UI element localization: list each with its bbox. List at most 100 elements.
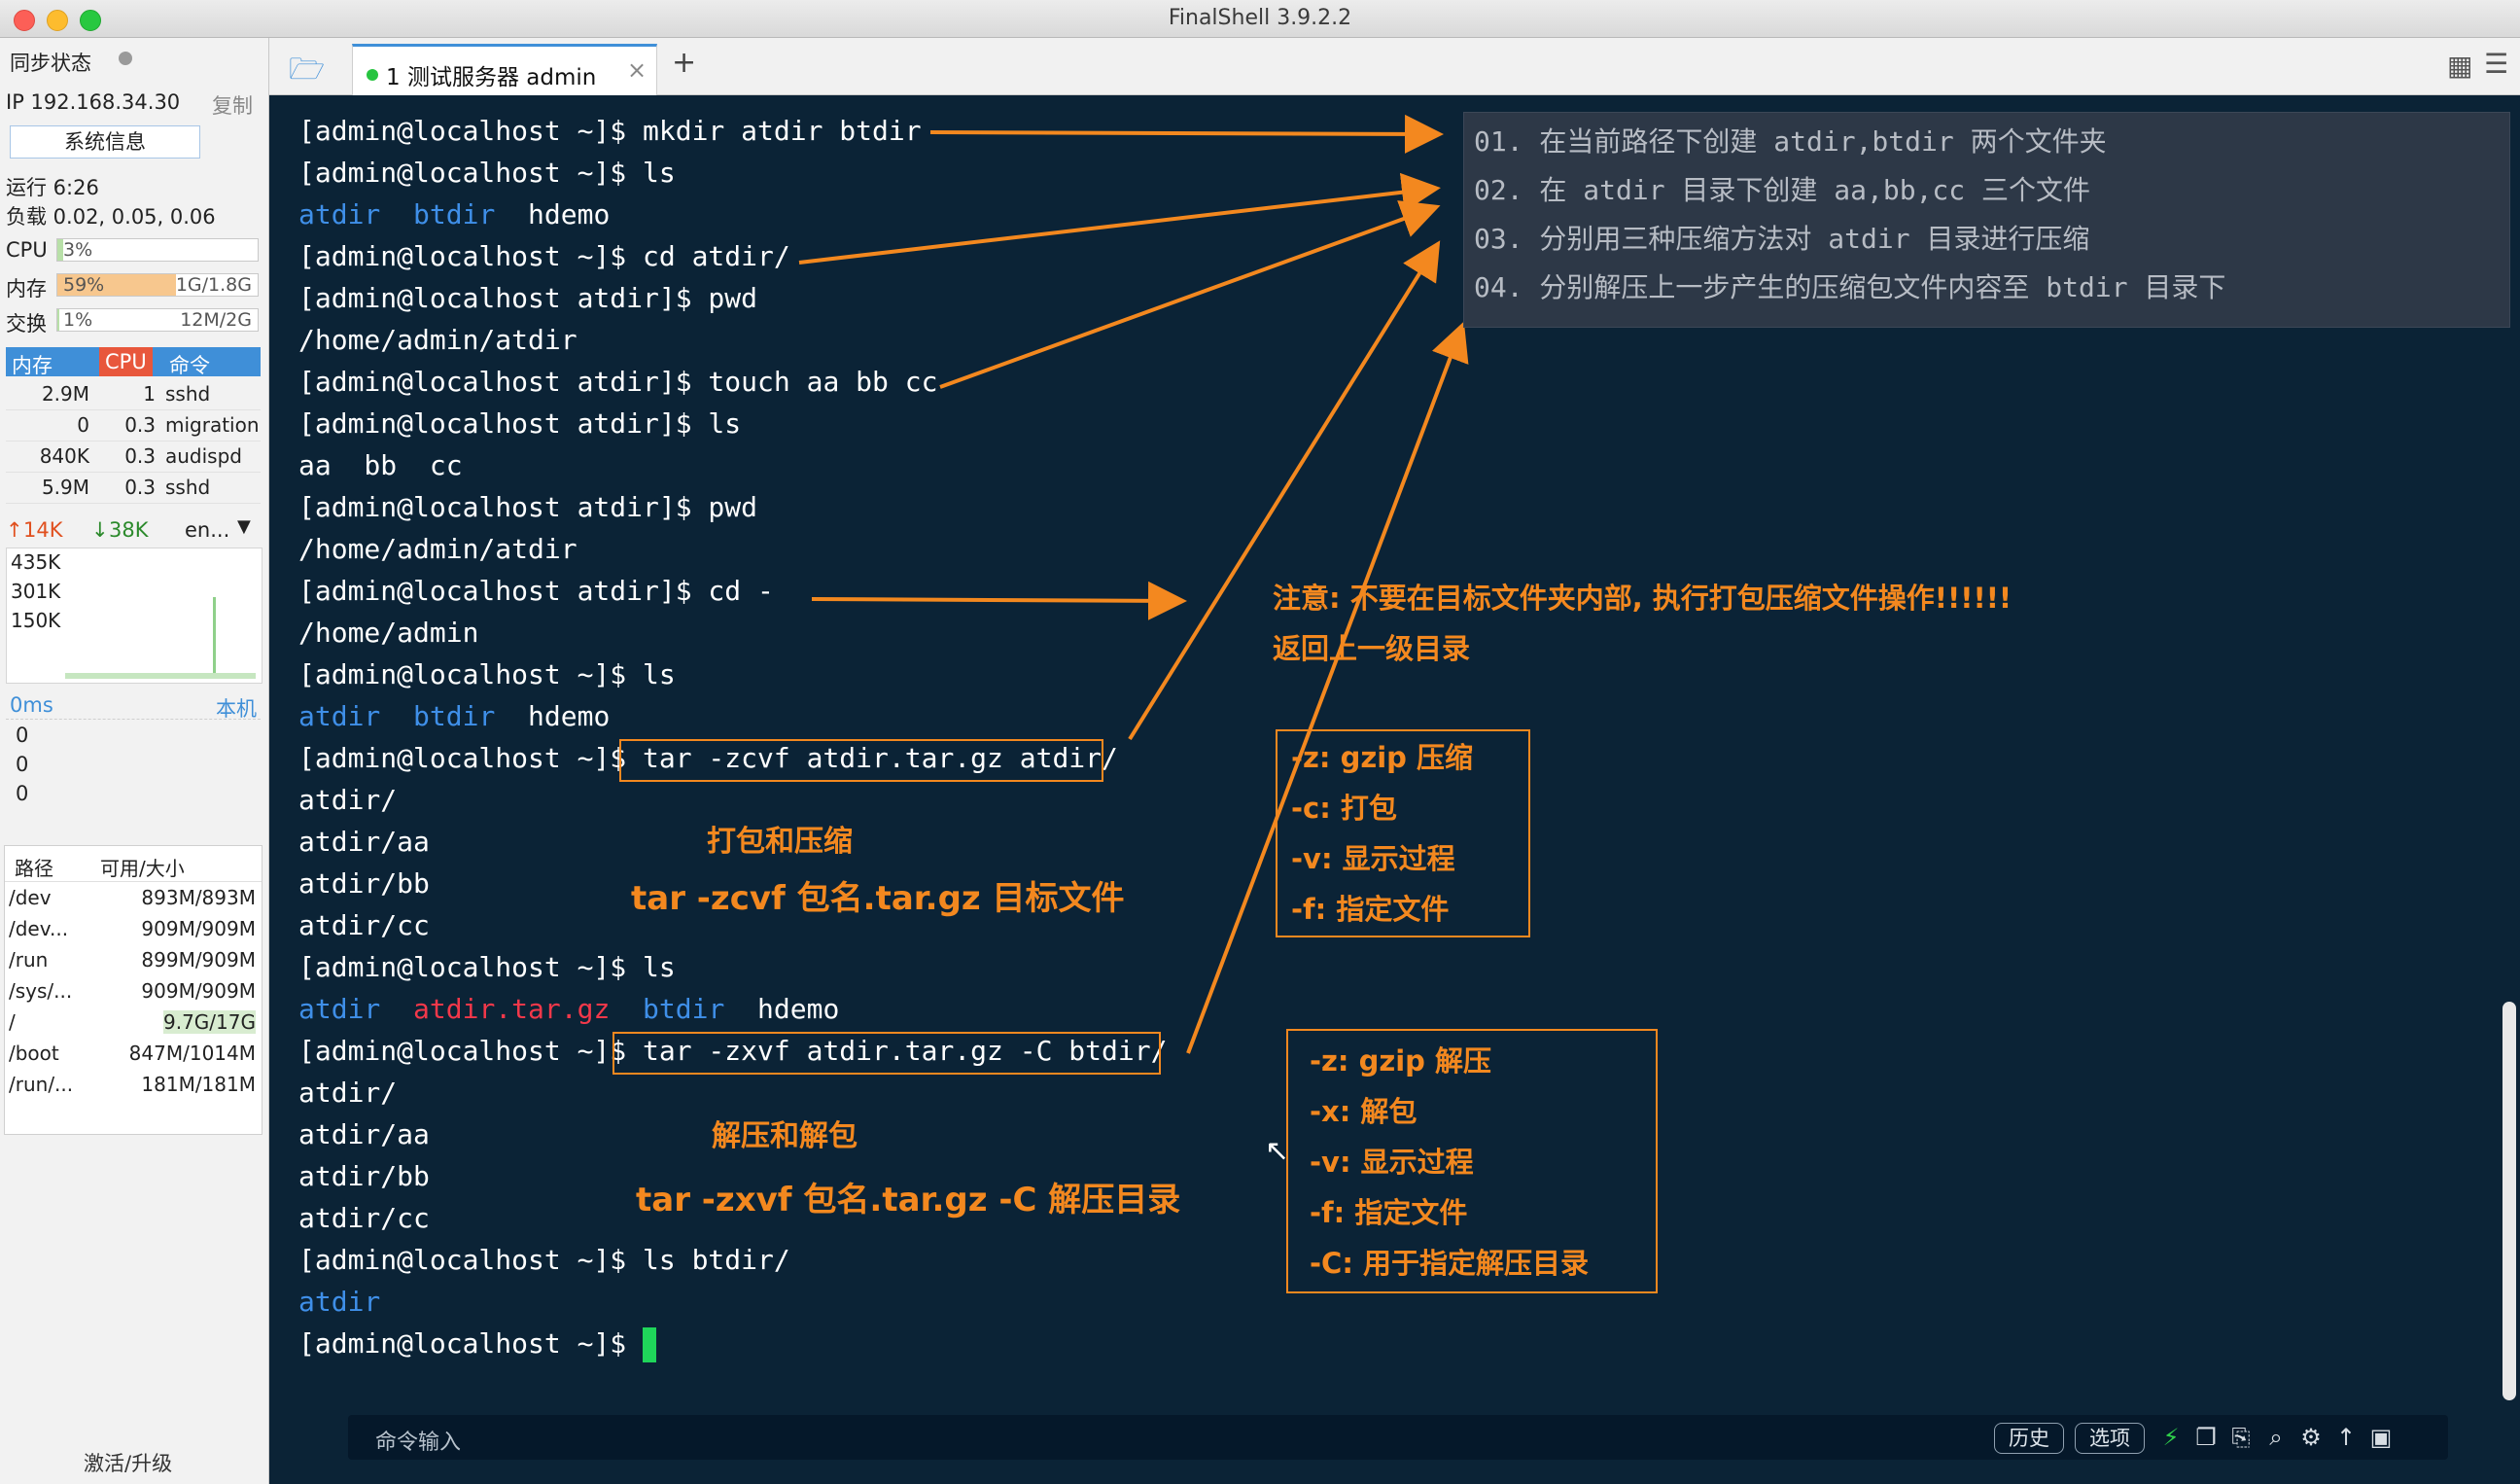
latency-value: 0 [16, 753, 29, 776]
disk-size: 9.7G/17G [163, 1010, 256, 1034]
table-row[interactable]: /run/...181M/181M [5, 1070, 262, 1101]
net-upload-rate: 14K [23, 518, 63, 542]
options-button[interactable]: 选项 [2075, 1423, 2145, 1454]
disk-col-path[interactable]: 路径 [15, 857, 53, 880]
table-row[interactable]: /dev...909M/909M [5, 914, 262, 945]
command-input-placeholder[interactable]: 命令输入 [375, 1431, 462, 1455]
process-cpu: 0.3 [124, 413, 156, 437]
chevron-down-icon[interactable]: ▼ [237, 516, 251, 537]
process-row[interactable]: 0 0.3 migration [6, 409, 261, 442]
process-row[interactable]: 2.9M 1 sshd [6, 378, 261, 410]
unpack-option: -f: 指定文件 [1310, 1196, 1468, 1229]
connection-status-dot [367, 69, 378, 81]
process-col-mem[interactable]: 内存 [12, 354, 52, 377]
tab-label: 1 测试服务器 admin [386, 65, 597, 90]
copy-ip-link[interactable]: 复制 [212, 94, 253, 118]
unpack-options-box: -z: gzip 解压 -x: 解包 -v: 显示过程 -f: 指定文件 -C:… [1286, 1029, 1658, 1293]
window-icon[interactable]: ▣ [2369, 1424, 2393, 1451]
pack-option: -c: 打包 [1291, 792, 1397, 825]
disk-path: /sys/... [9, 979, 73, 1003]
terminal-scrollbar[interactable] [2502, 1002, 2516, 1400]
table-row[interactable]: /9.7G/17G [5, 1007, 262, 1039]
return-parent-note: 返回上一级目录 [1273, 632, 1471, 665]
net-download-rate: 38K [109, 518, 149, 542]
terminal-line: atdir/cc [298, 909, 430, 941]
activate-upgrade-link[interactable]: 激活/升级 [84, 1452, 173, 1475]
terminal-line: atdir/ [298, 784, 398, 816]
close-window-button[interactable] [14, 10, 35, 31]
process-mem: 5.9M [41, 476, 89, 499]
terminal-line: [admin@localhost ~]$ ls [298, 951, 676, 983]
process-row[interactable]: 5.9M 0.3 sshd [6, 472, 261, 504]
search-icon[interactable]: ⌕ [2269, 1424, 2283, 1451]
cpu-usage-value: 3% [63, 239, 93, 261]
mouse-pointer-icon: ↖ [1265, 1134, 1290, 1168]
dir-entry: btdir [413, 198, 496, 230]
annotation-arrows [798, 114, 1469, 1054]
memory-usage-percent: 59% [63, 274, 105, 296]
process-cmd: sshd [165, 476, 211, 499]
terminal-line: [admin@localhost ~]$ mkdir atdir btdir [298, 115, 922, 147]
arrow [929, 114, 1444, 154]
task-note: 02. 在 atdir 目录下创建 aa,bb,cc 三个文件 [1474, 174, 2091, 206]
file-entry: hdemo [528, 198, 611, 230]
table-row[interactable]: /sys/...909M/909M [5, 976, 262, 1007]
lightning-icon[interactable]: ⚡ [2162, 1424, 2180, 1451]
memory-usage-fill [57, 274, 176, 296]
history-button[interactable]: 历史 [1994, 1423, 2064, 1454]
net-spike [213, 597, 216, 679]
unpack-syntax: tar -zxvf 包名.tar.gz -C 解压目录 [636, 1181, 1181, 1219]
grid-layout-icon[interactable]: ▦ [2447, 50, 2473, 82]
latency-label: 0ms [10, 693, 53, 717]
process-col-cmd[interactable]: 命令 [169, 354, 210, 377]
paste-icon[interactable]: ⎘ [2231, 1424, 2251, 1451]
disk-col-size[interactable]: 可用/大小 [100, 857, 185, 880]
unpack-command-highlight [612, 1032, 1161, 1075]
disk-path: /dev... [9, 917, 69, 940]
add-tab-button[interactable]: + [672, 46, 697, 80]
swap-label: 交换 [6, 312, 47, 336]
tab-session-1[interactable]: 1 测试服务器 admin × [352, 44, 657, 97]
gear-icon[interactable]: ⚙ [2300, 1424, 2322, 1451]
terminal-line: aa bb cc [298, 449, 463, 481]
task-note: 04. 分别解压上一步产生的压缩包文件内容至 btdir 目录下 [1474, 271, 2226, 303]
process-cpu: 0.3 [124, 444, 156, 468]
latency-host[interactable]: 本机 [216, 697, 257, 721]
pack-title: 打包和压缩 [707, 825, 853, 859]
pack-option: -v: 显示过程 [1291, 842, 1455, 875]
menu-icon[interactable]: ☰ [2484, 48, 2509, 80]
swap-usage-value: 12M/2G [180, 309, 252, 331]
command-input-bar[interactable]: 命令输入 历史 选项 ⚡ ❐ ⎘ ⌕ ⚙ ↑ ▣ [348, 1415, 2448, 1460]
terminal-line: [admin@localhost atdir]$ cd - [298, 575, 774, 607]
terminal-line: [admin@localhost atdir]$ pwd [298, 282, 758, 314]
unpack-option: -z: gzip 解压 [1310, 1044, 1492, 1078]
minimize-window-button[interactable] [47, 10, 68, 31]
latency-graph: 0 0 0 [6, 719, 261, 821]
system-info-button[interactable]: 系统信息 [10, 125, 200, 159]
swap-usage-bar: 1% 12M/2G [56, 308, 259, 332]
copy-icon[interactable]: ❐ [2195, 1424, 2217, 1451]
cpu-usage-bar: 3% [56, 238, 259, 262]
task-notes-panel: 01. 在当前路径下创建 atdir,btdir 两个文件夹 02. 在 atd… [1463, 112, 2510, 328]
process-row[interactable]: 840K 0.3 audispd [6, 441, 261, 473]
disk-path: /run/... [9, 1073, 74, 1096]
title-bar: FinalShell 3.9.2.2 [0, 0, 2520, 38]
net-interface-select[interactable]: en... [185, 518, 230, 542]
sync-status-indicator [119, 52, 132, 65]
sidebar: 同步状态 IP 192.168.34.30 复制 系统信息 运行 6:26 负载… [0, 38, 269, 1484]
terminal-line: atdir [298, 1286, 380, 1319]
terminal-line: atdir/aa [298, 826, 430, 858]
close-icon[interactable]: × [627, 56, 648, 84]
arrow-up-icon[interactable]: ↑ [2335, 1424, 2357, 1451]
folder-icon[interactable]: 🗁 [289, 53, 326, 87]
process-col-cpu[interactable]: CPU [99, 347, 153, 376]
latency-value: 0 [16, 724, 29, 747]
pack-option: -f: 指定文件 [1291, 893, 1450, 926]
terminal-line: atdir/aa [298, 1118, 430, 1150]
maximize-window-button[interactable] [80, 10, 101, 31]
arrow [811, 581, 1187, 620]
